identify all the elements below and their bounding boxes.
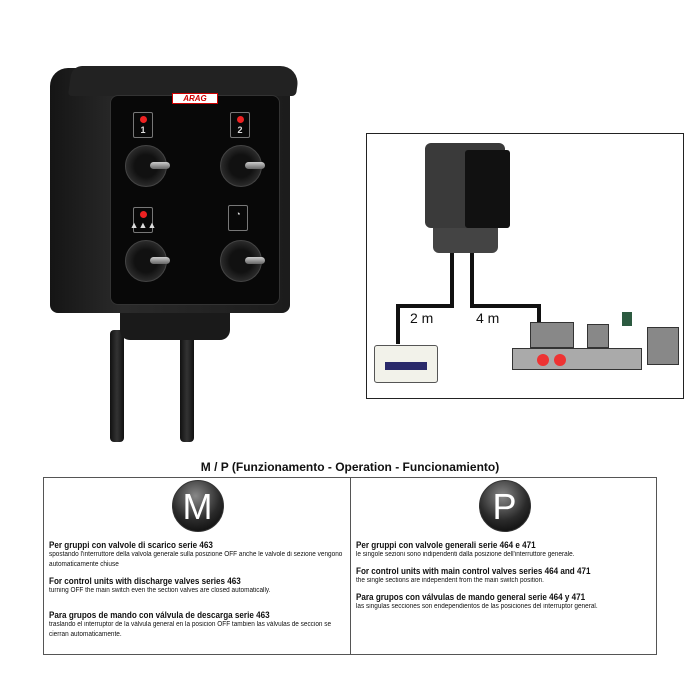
- entry-heading: For control units with discharge valves …: [49, 576, 241, 586]
- cable-length-battery: 2 m: [410, 310, 434, 326]
- entry-text: traslando el interruptor de la válvula g…: [49, 621, 332, 638]
- toggle-switch-2[interactable]: [220, 145, 265, 187]
- led-indicator-2: 2: [230, 112, 250, 138]
- entry-heading: Per gruppi con valvole generali serie 46…: [356, 540, 536, 550]
- toggle-switch-1[interactable]: [125, 145, 170, 187]
- entry-heading: Para grupos con válvulas de mando genera…: [356, 592, 586, 602]
- cable: [110, 330, 124, 442]
- toggle-switch-power[interactable]: [220, 240, 265, 282]
- entry-heading: Para grupos de mando con válvula de desc…: [49, 610, 270, 620]
- cable: [180, 330, 194, 442]
- mode-m-column: M Per gruppi con valvole di scarico seri…: [44, 478, 351, 654]
- nozzles-icon: ▲▲▲: [129, 220, 157, 230]
- power-indicator: ◔: [228, 205, 248, 231]
- arag-logo: ARAG: [172, 93, 218, 104]
- mode-p-column: P Per gruppi con valvole generali serie …: [351, 478, 658, 654]
- cable-length-valves: 4 m: [476, 310, 500, 326]
- led-indicator-main: ▲▲▲: [130, 207, 156, 233]
- entry-text: spostando l'interruttore della valvola g…: [49, 551, 343, 568]
- wiring-diagram: [366, 133, 684, 399]
- led-icon: [139, 211, 147, 218]
- entry-text: the single sections are independent from…: [356, 577, 544, 584]
- battery-icon: [374, 345, 438, 383]
- section-title: M / P (Funzionamento - Operation - Funci…: [200, 460, 500, 474]
- diagram-base: [433, 228, 498, 253]
- entry-heading: Per gruppi con valvole di scarico serie …: [49, 540, 213, 550]
- valve-assembly: [512, 312, 680, 382]
- column-divider: [350, 478, 351, 654]
- mode-m-icon: M: [171, 480, 224, 532]
- entry-heading: For control units with main control valv…: [356, 566, 591, 576]
- mode-p-icon: P: [478, 480, 531, 532]
- led-icon: [236, 116, 244, 123]
- entry-text: las singulas secciones son endependiento…: [356, 603, 598, 610]
- entry-text: turning OFF the main switch even the sec…: [49, 587, 271, 594]
- toggle-switch-main[interactable]: [125, 240, 170, 282]
- entry-text: le singole sezioni sono indipendenti dal…: [356, 551, 575, 558]
- diagram-panel: [465, 150, 510, 228]
- led-icon: [139, 116, 147, 123]
- control-box-hood: [67, 66, 301, 96]
- mode-table: M Per gruppi con valvole di scarico seri…: [43, 477, 657, 655]
- led-indicator-1: 1: [133, 112, 153, 138]
- power-icon: ◔: [235, 209, 241, 219]
